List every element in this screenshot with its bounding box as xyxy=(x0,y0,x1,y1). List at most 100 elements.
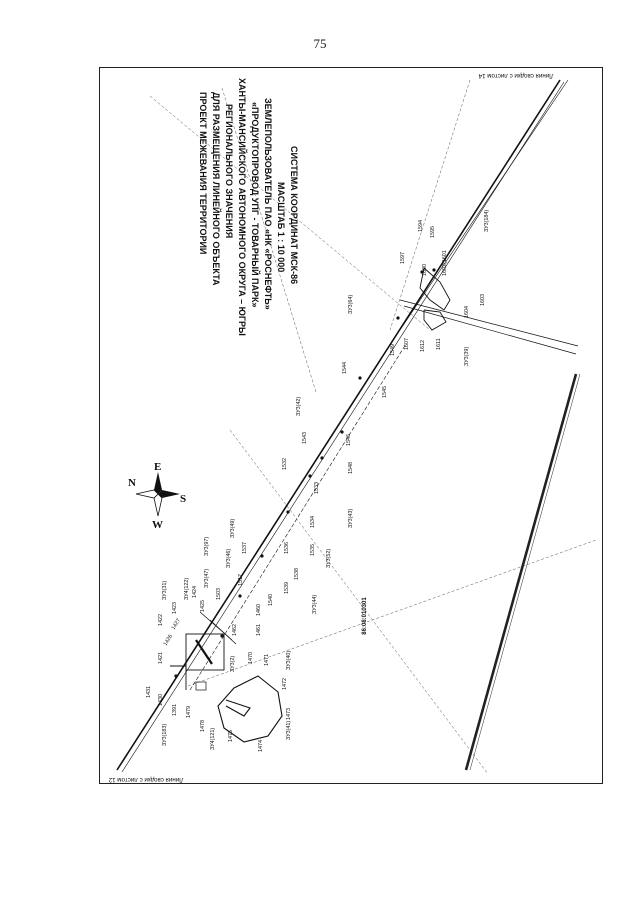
title-line-2: ДЛЯ РАЗМЕЩЕНИЯ ЛИНЕЙНОГО ОБЪЕКТА xyxy=(211,92,222,286)
zu-label-122: ЗУ4(122) xyxy=(184,578,190,600)
point-labels: 1594 1595 1597 1600 1602(1601 1603 1604 … xyxy=(146,220,486,752)
point-label-1478: 1478 xyxy=(200,720,206,732)
zu-label-184: ЗУ3(184) xyxy=(484,210,490,232)
facility-access-line xyxy=(170,665,187,690)
point-label-1503: 1503 xyxy=(216,588,222,600)
facility-small-box xyxy=(195,681,207,691)
title-line-3: РЕГИОНАЛЬНОГО ЗНАЧЕНИЯ xyxy=(224,104,234,238)
compass-arrow-n xyxy=(154,472,162,494)
map-frame xyxy=(99,67,603,784)
zu-label-42: ЗУ3(42) xyxy=(296,397,302,416)
facility-link-line-2 xyxy=(209,619,237,645)
point-marker-1607 xyxy=(396,316,400,320)
page-number: 75 xyxy=(313,36,327,51)
point-label-1431: 1431 xyxy=(146,686,152,698)
point-label-1544: 1544 xyxy=(342,362,348,374)
hatched-stripe-line xyxy=(464,373,578,771)
facility-parcels xyxy=(170,611,237,691)
point-label-1540: 1540 xyxy=(268,594,274,606)
zu-label-2: ЗУ3(2) xyxy=(230,656,236,672)
point-label-1545: 1545 xyxy=(382,386,388,398)
point-label-1421: 1421 xyxy=(158,652,164,664)
junction-parcel-lower xyxy=(423,309,447,331)
facility-road xyxy=(195,639,213,665)
point-label-1536: 1536 xyxy=(284,542,290,554)
point-label-1479: 1479 xyxy=(186,706,192,718)
pipeline-main-line xyxy=(116,79,561,771)
point-label-1548: 1548 xyxy=(348,462,354,474)
junction-parcels xyxy=(419,267,451,331)
hatched-stripe-edge xyxy=(469,373,581,771)
point-label-1422: 1422 xyxy=(158,614,164,626)
point-label-1473: 1473 xyxy=(286,708,292,720)
point-label-1543: 1543 xyxy=(302,432,308,444)
title-line-4: ХАНТЫ-МАНСИЙСКОГО АВТОНОМНОГО ОКРУГА – Ю… xyxy=(237,78,248,336)
quarter-label: 86:08:010301 xyxy=(362,597,368,635)
point-label-1472: 1472 xyxy=(282,678,288,690)
compass-rose: N S E W xyxy=(128,461,186,531)
zu-label-40: ЗУ3(40) xyxy=(286,651,292,670)
zu-label-31: ЗУ3(31) xyxy=(162,581,168,600)
point-label-1604: 1604 xyxy=(464,306,470,318)
zu-label-44: ЗУ3(44) xyxy=(312,595,318,614)
point-marker-1421 xyxy=(174,674,178,678)
zu-label-64: ЗУ3(64) xyxy=(348,295,354,314)
point-label-1597: 1597 xyxy=(400,252,406,264)
edge-note-bottom: Линия сводки с листом 12 xyxy=(108,776,183,783)
point-label-1607: 1607 xyxy=(404,338,410,350)
point-marker-1537 xyxy=(260,554,264,558)
zu-label-49: ЗУ3(49) xyxy=(230,519,236,538)
point-label-1471: 1471 xyxy=(264,654,270,666)
point-marker-1543 xyxy=(340,430,344,434)
point-label-1427: 1427 xyxy=(171,618,182,631)
zu-label-183: ЗУ3(183) xyxy=(162,724,168,746)
pipeline-allotment-line xyxy=(189,343,407,691)
title-line-7: МАСШТАБ 1 : 10 000 xyxy=(276,182,286,272)
point-label-1475: 1475 xyxy=(228,730,234,742)
point-marker-1534 xyxy=(286,510,290,514)
point-marker-1462 xyxy=(220,634,224,638)
boundary-line-4 xyxy=(187,539,597,687)
title-line-5: «ПРОДУКТОПРОВОД УПГ - ТОВАРНЫЙ ПАРК» xyxy=(250,102,261,308)
point-marker-1544 xyxy=(358,376,362,380)
hatched-stripe xyxy=(464,373,581,771)
pipeline-upper-line xyxy=(399,79,569,331)
boundary-line-3 xyxy=(229,429,489,775)
zu-label-46: ЗУ3(46) xyxy=(226,549,232,568)
point-label-1539: 1539 xyxy=(284,582,290,594)
branch-road xyxy=(399,299,579,355)
point-label-1595: 1595 xyxy=(430,226,436,238)
point-label-1532: 1532 xyxy=(282,458,288,470)
zu-label-41: ЗУ3(41) xyxy=(286,721,292,740)
point-label-1600: 1600 xyxy=(422,264,428,276)
point-label-1533: 1533 xyxy=(314,482,320,494)
zu-labels: ЗУ3(184) ЗУ3(64) ЗУ3(39) ЗУ3(42) ЗУ3(43)… xyxy=(162,210,490,750)
point-marker-1597 xyxy=(420,270,424,274)
compass-arrow-e xyxy=(158,490,180,498)
boundary-line-1 xyxy=(221,87,317,393)
point-label-1517: 1517 xyxy=(238,574,244,586)
point-marker-1595 xyxy=(432,268,436,272)
point-label-1538: 1538 xyxy=(294,568,300,580)
zu-label-43: ЗУ3(43) xyxy=(348,509,354,528)
junction-parcel-upper xyxy=(419,267,451,311)
point-label-1460: 1460 xyxy=(256,604,262,616)
point-label-1425: 1425 xyxy=(200,600,206,612)
title-line-1: ПРОЕКТ МЕЖЕВАНИЯ ТЕРРИТОРИИ xyxy=(198,92,208,254)
point-label-1424: 1424 xyxy=(192,586,198,598)
zu-label-47: ЗУ3(47) xyxy=(204,569,210,588)
point-label-1611: 1611 xyxy=(436,338,442,350)
boundary-line-5 xyxy=(389,79,471,331)
boundary-lines xyxy=(149,79,597,775)
point-label-1470: 1470 xyxy=(248,652,254,664)
title-line-6: ЗЕМЛЕПОЛЬЗОВАТЕЛЬ ПАО «НК «РОСНЕФТЬ» xyxy=(263,98,273,310)
title-block: ПРОЕКТ МЕЖЕВАНИЯ ТЕРРИТОРИИ ДЛЯ РАЗМЕЩЕН… xyxy=(198,78,299,336)
facility-parcel-outline xyxy=(185,633,225,671)
edge-note-top: Линия сводки с листом 14 xyxy=(478,72,553,79)
point-label-1546: 1546 xyxy=(346,434,352,446)
zu-label-121: ЗУ4(121) xyxy=(210,728,216,750)
octagon-parcel-outline xyxy=(217,675,283,743)
point-label-1461: 1461 xyxy=(256,624,262,636)
compass-label-n: N xyxy=(128,477,136,489)
